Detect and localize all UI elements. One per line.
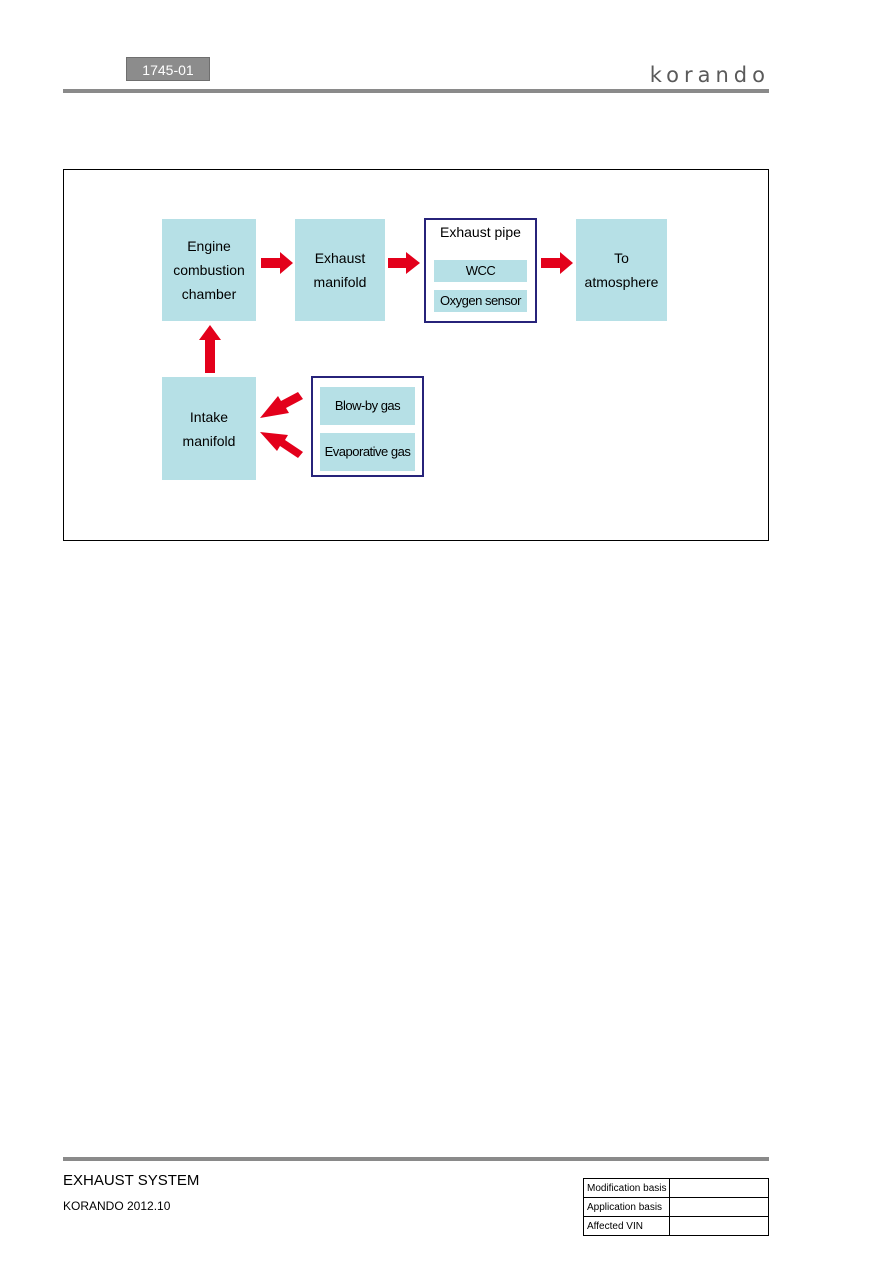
gas-sources-group: Blow-by gas Evaporative gas: [311, 376, 424, 477]
exhaust-pipe-title: Exhaust pipe: [440, 224, 521, 240]
exhaust-pipe-group: Exhaust pipe WCC Oxygen sensor: [424, 218, 537, 323]
wcc-box: WCC: [434, 260, 527, 282]
arrow-diagonal-icon: [260, 392, 303, 418]
flow-arrows: [199, 252, 573, 458]
arrow-up-icon: [199, 325, 221, 373]
exhaust-manifold-box: Exhaust manifold: [295, 219, 385, 321]
arrow-right-icon: [541, 252, 573, 274]
basis-value: [669, 1178, 769, 1198]
basis-label: Application basis: [582, 1197, 671, 1217]
basis-value: [669, 1197, 769, 1217]
table-row: Modification basis: [582, 1178, 769, 1198]
basis-label: Affected VIN: [582, 1216, 671, 1236]
to-atmosphere-box: To atmosphere: [576, 219, 667, 321]
section-title: EXHAUST SYSTEM: [63, 1172, 200, 1189]
engine-combustion-chamber-box: Engine combustion chamber: [162, 219, 256, 321]
intake-manifold-box: Intake manifold: [162, 377, 256, 480]
oxygen-sensor-box: Oxygen sensor: [434, 290, 527, 312]
page-code: 1745-01: [126, 57, 210, 81]
table-row: Application basis: [582, 1197, 769, 1217]
arrow-right-icon: [261, 252, 293, 274]
basis-value: [669, 1216, 769, 1236]
basis-table: Modification basis Application basis Aff…: [582, 1178, 769, 1236]
evaporative-gas-box: Evaporative gas: [320, 433, 415, 471]
exhaust-flow-diagram: Engine combustion chamber Exhaust manifo…: [63, 169, 769, 541]
basis-label: Modification basis: [582, 1178, 671, 1198]
footer-rule: [63, 1157, 769, 1161]
header-rule: [63, 89, 769, 93]
model-label: KORANDO 2012.10: [63, 1199, 171, 1213]
arrow-right-icon: [388, 252, 420, 274]
blow-by-gas-box: Blow-by gas: [320, 387, 415, 425]
table-row: Affected VIN: [582, 1216, 769, 1236]
arrow-diagonal-icon: [260, 432, 303, 458]
korando-logo: korando: [649, 63, 770, 87]
